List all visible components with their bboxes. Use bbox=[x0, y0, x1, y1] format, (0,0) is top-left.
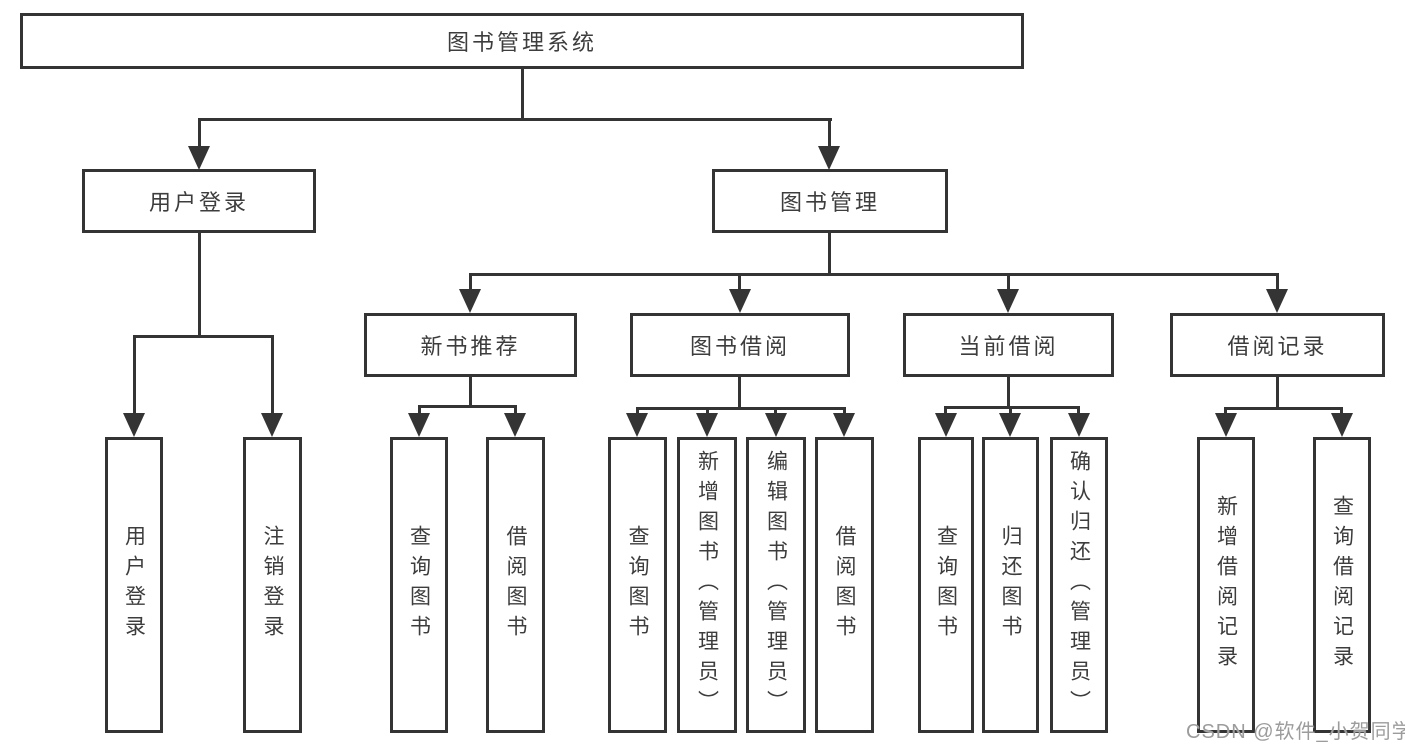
connector-rec-add-drop bbox=[1224, 407, 1227, 415]
connector-bor-borrow-drop bbox=[843, 407, 846, 415]
arrowhead-down-icon bbox=[261, 413, 283, 437]
connector-user-login-drop bbox=[198, 118, 201, 150]
connector-recommend-stem bbox=[469, 377, 472, 407]
leaf-logout-label: 注销登录 bbox=[261, 525, 284, 645]
leaf-record-add: 新增借阅记录 bbox=[1197, 437, 1255, 733]
node-book-management: 图书管理 bbox=[712, 169, 948, 233]
node-borrow-record-label: 借阅记录 bbox=[1227, 334, 1328, 359]
node-root-label: 图书管理系统 bbox=[446, 30, 597, 55]
node-current-borrow: 当前借阅 bbox=[903, 313, 1114, 377]
leaf-logout: 注销登录 bbox=[243, 437, 302, 733]
connector-level3-rail bbox=[469, 273, 1279, 276]
connector-cur-return-drop bbox=[1009, 406, 1012, 415]
node-borrow-record: 借阅记录 bbox=[1170, 313, 1385, 377]
node-book-management-label: 图书管理 bbox=[779, 190, 880, 215]
leaf-current-return-book-label: 归还图书 bbox=[999, 525, 1022, 645]
arrowhead-down-icon bbox=[504, 413, 526, 437]
arrowhead-down-icon bbox=[188, 146, 210, 170]
leaf-recommend-query-book-label: 查询图书 bbox=[407, 525, 431, 645]
leaf-recommend-query-book: 查询图书 bbox=[390, 437, 448, 733]
leaf-borrow-edit-book-admin-label: 编辑图书（管理员） bbox=[764, 450, 788, 720]
arrowhead-down-icon bbox=[123, 413, 145, 437]
connector-borrow-stem bbox=[738, 377, 741, 409]
leaf-borrow-add-book-admin: 新增图书（管理员） bbox=[677, 437, 737, 733]
connector-current-stem bbox=[1007, 377, 1010, 408]
leaf-recommend-borrow-book-label: 借阅图书 bbox=[504, 525, 527, 645]
node-current-borrow-label: 当前借阅 bbox=[958, 334, 1059, 359]
connector-user-login-stem bbox=[198, 233, 201, 337]
node-new-book-recommend-label: 新书推荐 bbox=[420, 334, 521, 359]
connector-borrow-drop bbox=[738, 273, 741, 291]
arrowhead-down-icon bbox=[935, 413, 957, 437]
node-user-login-label: 用户登录 bbox=[148, 190, 249, 215]
leaf-current-query-book-label: 查询图书 bbox=[934, 525, 958, 645]
leaf-user-login: 用户登录 bbox=[105, 437, 163, 733]
leaf-borrow-edit-book-admin: 编辑图书（管理员） bbox=[746, 437, 806, 733]
leaf-current-query-book: 查询图书 bbox=[918, 437, 974, 733]
connector-bor-edit-drop bbox=[774, 407, 777, 415]
connector-current-rail bbox=[945, 406, 1079, 409]
node-book-borrow: 图书借阅 bbox=[630, 313, 850, 377]
node-root: 图书管理系统 bbox=[20, 13, 1024, 69]
connector-root-stem bbox=[521, 68, 524, 121]
arrowhead-down-icon bbox=[999, 413, 1021, 437]
leaf-current-return-book: 归还图书 bbox=[982, 437, 1039, 733]
leaf-recommend-borrow-book: 借阅图书 bbox=[486, 437, 545, 733]
connector-cur-confirm-drop bbox=[1077, 406, 1080, 415]
leaf-current-confirm-return-admin: 确认归还（管理员） bbox=[1050, 437, 1108, 733]
leaf-borrow-borrow-book-label: 借阅图书 bbox=[833, 525, 856, 645]
connector-book-mgmt-stem bbox=[828, 233, 831, 275]
connector-book-mgmt-drop bbox=[828, 118, 831, 150]
connector-leaf-logout-drop bbox=[271, 335, 274, 415]
arrowhead-down-icon bbox=[1215, 413, 1237, 437]
connector-level2-rail bbox=[198, 118, 832, 121]
arrowhead-down-icon bbox=[1331, 413, 1353, 437]
leaf-current-confirm-return-admin-label: 确认归还（管理员） bbox=[1067, 450, 1091, 720]
leaf-borrow-query-book: 查询图书 bbox=[608, 437, 667, 733]
connector-current-drop bbox=[1007, 273, 1010, 291]
connector-bor-add-drop bbox=[706, 407, 709, 415]
arrowhead-down-icon bbox=[997, 289, 1019, 313]
connector-bor-query-drop bbox=[636, 407, 639, 415]
connector-rec-query2-drop bbox=[1340, 407, 1343, 415]
connector-cur-query-drop bbox=[944, 406, 947, 415]
leaf-borrow-query-book-label: 查询图书 bbox=[626, 525, 649, 645]
arrowhead-down-icon bbox=[626, 413, 648, 437]
connector-record-rail bbox=[1225, 407, 1342, 410]
leaf-record-add-label: 新增借阅记录 bbox=[1214, 495, 1238, 675]
connector-rec-query-drop bbox=[418, 405, 421, 415]
arrowhead-down-icon bbox=[696, 413, 718, 437]
leaf-borrow-borrow-book: 借阅图书 bbox=[815, 437, 874, 733]
connector-recommend-rail bbox=[418, 405, 515, 408]
arrowhead-down-icon bbox=[833, 413, 855, 437]
node-new-book-recommend: 新书推荐 bbox=[364, 313, 577, 377]
leaf-record-query: 查询借阅记录 bbox=[1313, 437, 1371, 733]
connector-record-drop bbox=[1276, 273, 1279, 291]
arrowhead-down-icon bbox=[408, 413, 430, 437]
arrowhead-down-icon bbox=[1266, 289, 1288, 313]
leaf-user-login-label: 用户登录 bbox=[122, 525, 146, 645]
arrowhead-down-icon bbox=[1068, 413, 1090, 437]
leaf-record-query-label: 查询借阅记录 bbox=[1330, 495, 1354, 675]
leaf-borrow-add-book-admin-label: 新增图书（管理员） bbox=[695, 450, 719, 720]
arrowhead-down-icon bbox=[818, 146, 840, 170]
connector-recommend-drop bbox=[469, 273, 472, 291]
csdn-watermark: CSDN @软件_小贺同学 bbox=[1186, 721, 1405, 743]
connector-login-rail bbox=[133, 335, 274, 338]
node-book-borrow-label: 图书借阅 bbox=[689, 334, 790, 359]
arrowhead-down-icon bbox=[729, 289, 751, 313]
node-user-login: 用户登录 bbox=[82, 169, 316, 233]
arrowhead-down-icon bbox=[459, 289, 481, 313]
connector-rec-borrow-drop bbox=[514, 405, 517, 415]
connector-leaf-login-drop bbox=[133, 335, 136, 415]
arrowhead-down-icon bbox=[765, 413, 787, 437]
connector-borrow-rail bbox=[636, 407, 844, 410]
connector-record-stem bbox=[1276, 377, 1279, 409]
